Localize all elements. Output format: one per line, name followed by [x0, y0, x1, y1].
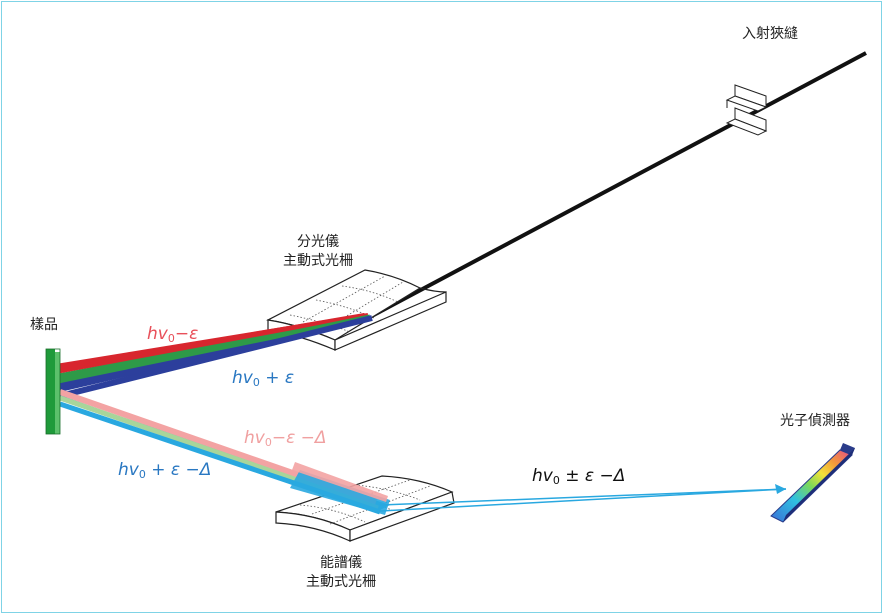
formula-hv0-pm-eps-minus-delta: hv0 ± ε −Δ: [532, 466, 625, 491]
analyzer-label: 能譜儀 主動式光柵: [306, 554, 376, 592]
formula-rest: + ε: [259, 368, 295, 388]
formula-hv: hv: [147, 324, 168, 344]
monochromator-label-line2: 主動式光柵: [283, 253, 353, 269]
sample-label: 樣品: [30, 317, 58, 333]
formula-sub: 0: [264, 436, 272, 449]
monochromator-label-line1: 分光儀: [297, 234, 339, 250]
formula-hv0-minus-eps-minus-delta: hv0−ε −Δ: [244, 428, 327, 453]
formula-rest: −ε: [174, 324, 199, 344]
formula-rest: −ε −Δ: [271, 428, 327, 448]
formula-rest: + ε −Δ: [145, 460, 212, 480]
formula-sub: 0: [552, 474, 560, 487]
entrance-slit-icon: [725, 84, 768, 136]
formula-hv0-plus-eps-minus-delta: hv0 + ε −Δ: [118, 460, 211, 485]
sample-to-analyzer-beams: [59, 389, 390, 515]
formula-sub: 0: [167, 332, 175, 345]
analyzer-label-line2: 主動式光柵: [306, 574, 376, 590]
entrance-slit-label: 入射狹縫: [742, 26, 798, 42]
formula-sub: 0: [138, 468, 146, 481]
photon-detector-label: 光子偵測器: [780, 413, 850, 429]
formula-hv: hv: [118, 460, 139, 480]
formula-hv: hv: [244, 428, 265, 448]
formula-sub: 0: [252, 376, 260, 389]
monochromator-label: 分光儀 主動式光柵: [283, 233, 353, 271]
formula-hv0-minus-eps: hv0−ε: [147, 324, 198, 349]
analyzer-to-detector-beam: [379, 484, 787, 512]
formula-hv: hv: [532, 466, 553, 486]
photon-detector-icon: [770, 443, 855, 523]
formula-rest: ± ε −Δ: [559, 466, 626, 486]
monochromator-to-sample-beams: [55, 313, 373, 399]
incident-beam: [367, 51, 867, 320]
sample-icon: [45, 348, 61, 435]
formula-hv0-plus-eps: hv0 + ε: [232, 368, 294, 393]
analyzer-label-line1: 能譜儀: [320, 555, 362, 571]
formula-hv: hv: [232, 368, 253, 388]
